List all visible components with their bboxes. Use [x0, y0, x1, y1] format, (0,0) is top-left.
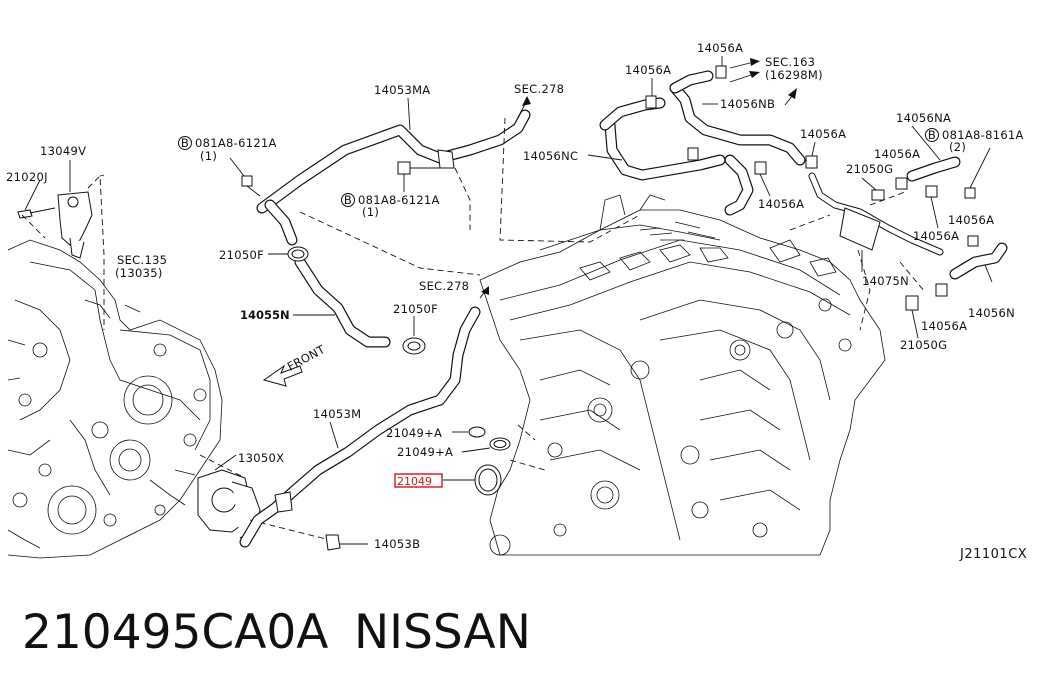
- svg-text:21049: 21049: [397, 475, 432, 488]
- label-bolt-6121a-center: 081A8-6121A: [358, 193, 440, 207]
- o-ring-21049a-2: [489, 437, 511, 451]
- label-14056na: 14056NA: [896, 111, 951, 125]
- caption-part-number: 210495CA0A: [22, 605, 328, 660]
- o-ring-21049a-1: [468, 426, 486, 438]
- label-sec163-sub: (16298M): [765, 68, 823, 82]
- water-hose-14053m: [239, 306, 481, 548]
- sec278-arrow-mid: [479, 286, 489, 299]
- clamp-14056a-c: [805, 155, 818, 169]
- label-bolt-6121a-left: 081A8-6121A: [195, 136, 277, 150]
- sec163-arrows: [729, 58, 797, 106]
- label-14053ma: 14053MA: [374, 83, 430, 97]
- sec278-arrow-top: [517, 96, 531, 119]
- label-21050f-1: 21050F: [219, 248, 264, 262]
- label-14056a-2: 14056A: [625, 63, 671, 77]
- svg-text:B: B: [928, 128, 936, 142]
- label-sec278-mid: SEC.278: [419, 279, 469, 293]
- engine-block-drawing: [479, 194, 886, 556]
- label-sec135-sub: (13035): [115, 266, 163, 280]
- clamp-14056a-i: [935, 283, 948, 297]
- water-hose-14053ma: [256, 109, 531, 246]
- label-sec163: SEC.163: [765, 55, 815, 69]
- fitting-21050g-lower: [905, 295, 919, 339]
- fitting-21050g-upper: [861, 177, 885, 201]
- bolt-21020j: [17, 179, 56, 219]
- label-21049a-1: 21049+A: [386, 426, 442, 440]
- front-arrow: [262, 364, 303, 387]
- label-14053m: 14053M: [313, 407, 361, 421]
- figure-code: J21101CX: [959, 547, 1027, 562]
- label-21050g-bot: 21050G: [900, 338, 947, 352]
- label-21020j: 21020J: [6, 170, 48, 184]
- bolt-marker-1: B: [178, 136, 192, 150]
- label-front: FRONT: [285, 342, 328, 374]
- caption-brand: NISSAN: [354, 605, 531, 660]
- water-pipe-14075n: [808, 172, 944, 256]
- o-ring-21049: [474, 464, 502, 496]
- bolt-081a8-6121a-center: [397, 161, 440, 192]
- label-14056a-3: 14056A: [800, 127, 846, 141]
- clamp-14056a-b: [645, 95, 657, 109]
- clamp-21050f-upper: [287, 246, 309, 262]
- bolt-081a8-8161a: [964, 147, 991, 199]
- heater-hose-14056na: [906, 156, 961, 182]
- label-bolt-8161a-qty: (2): [949, 140, 966, 154]
- label-sec135: SEC.135: [117, 253, 167, 267]
- clamp-14056a-h: [967, 235, 979, 247]
- label-14053b: 14053B: [374, 537, 420, 551]
- clamp-21050f-lower: [402, 337, 426, 355]
- label-14056a-top: 14056A: [697, 41, 743, 55]
- label-13050x: 13050X: [238, 451, 284, 465]
- label-21050g-top: 21050G: [846, 162, 893, 176]
- label-14056a-5: 14056A: [758, 197, 804, 211]
- label-bolt-8161a: 081A8-8161A: [942, 128, 1024, 142]
- water-outlet-13049v: [57, 160, 93, 259]
- label-14055n: 14055N: [240, 308, 290, 322]
- clamp-14056a-a: [715, 65, 727, 79]
- highlighted-part-label: 21049: [394, 473, 443, 488]
- clamp-14056a-f: [895, 177, 908, 190]
- clamp-14056a-e: [754, 161, 767, 175]
- label-bolt-6121a-center-qty: (1): [362, 205, 379, 219]
- clamp-14056a-d: [687, 147, 699, 161]
- heater-hose-14056n: [949, 242, 1008, 280]
- label-14075n: 14075N: [862, 274, 909, 288]
- label-14056nb: 14056NB: [720, 97, 775, 111]
- label-14056nc: 14056NC: [523, 149, 578, 163]
- bolt-marker-2: B: [341, 193, 355, 207]
- bolt-marker-3: B: [925, 128, 939, 142]
- label-14056a-7: 14056A: [913, 229, 959, 243]
- svg-text:B: B: [344, 193, 352, 207]
- heater-hose-14056nb: [669, 70, 806, 166]
- heater-hose-14056nc: [599, 97, 754, 216]
- label-21049a-2: 21049+A: [397, 445, 453, 459]
- timing-cover-drawing: [7, 239, 223, 559]
- label-21050f-2: 21050F: [393, 302, 438, 316]
- label-14056n: 14056N: [968, 306, 1015, 320]
- label-14056a-8: 14056A: [921, 319, 967, 333]
- label-bolt-6121a-left-qty: (1): [200, 149, 217, 163]
- water-hose-14055n: [294, 256, 391, 348]
- bolt-14053b: [325, 534, 368, 551]
- clamp-14056a-g: [925, 185, 938, 198]
- label-14056a-4: 14056A: [874, 147, 920, 161]
- svg-text:B: B: [181, 136, 189, 150]
- label-13049v: 13049V: [40, 144, 86, 158]
- bolt-081a8-6121a-left: [229, 157, 261, 197]
- water-outlet-13050x: [197, 469, 261, 539]
- label-14056a-6: 14056A: [948, 213, 994, 227]
- label-sec278-top: SEC.278: [514, 82, 564, 96]
